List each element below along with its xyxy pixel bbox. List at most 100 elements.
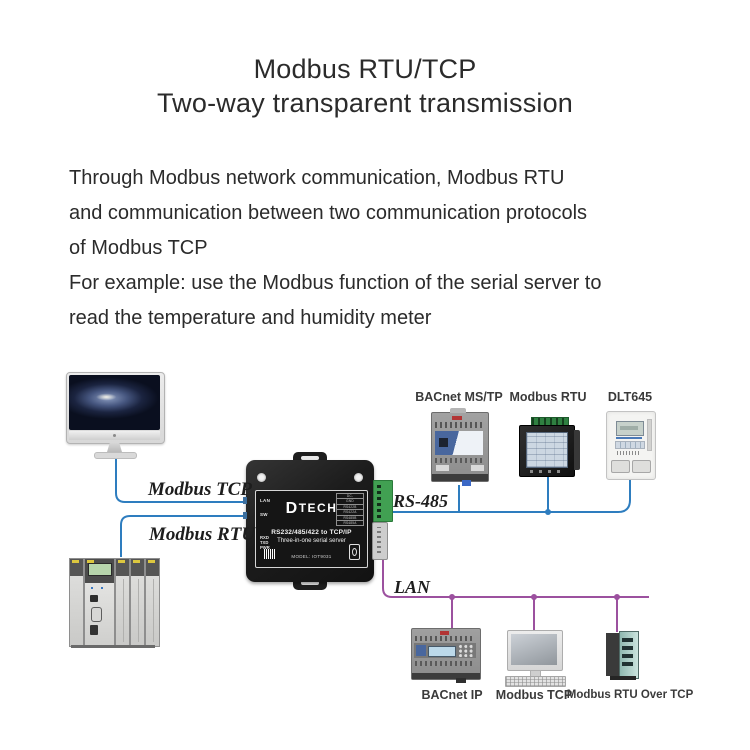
plc-rack-icon xyxy=(69,556,160,648)
terminal-row-marks xyxy=(415,636,475,641)
caption-modbus-tcp: Modbus TCP xyxy=(495,688,573,702)
server-description-line2: Three-in-one serial server xyxy=(277,538,346,544)
device-front-band xyxy=(414,643,476,658)
caption-dlt645: DLT645 xyxy=(607,390,653,404)
device-label-sticker xyxy=(436,465,449,471)
pc-keyboard xyxy=(505,676,566,687)
led-pwr: PWR xyxy=(260,545,270,550)
caption-modbus-rtu-over-tcp: Modbus RTU Over TCP xyxy=(566,689,694,701)
terminal-row-marks xyxy=(435,422,483,428)
server-body: LAN SW DTECH RS232/485/422 to TCP/IP Thr… xyxy=(243,460,374,582)
sw-port-label: SW xyxy=(260,512,268,517)
lan-label: LAN xyxy=(394,577,430,597)
title-line-2: Two-way transparent transmission xyxy=(156,88,574,118)
led-labels: RXD TXD PWR xyxy=(260,535,270,550)
rs485-junction-dot xyxy=(545,509,551,515)
terminal-row: RS485A xyxy=(343,520,357,525)
rs485-terminal-block xyxy=(373,480,393,522)
monitor-logo-dot xyxy=(113,434,116,437)
server-label-panel: LAN SW DTECH RS232/485/422 to TCP/IP Thr… xyxy=(255,490,368,568)
dtech-logo-d: D xyxy=(285,500,299,517)
device-front-band xyxy=(435,431,483,455)
plc-seam xyxy=(137,579,139,642)
screw-hole xyxy=(354,473,363,482)
device-lcd xyxy=(428,646,456,657)
meter-lcd xyxy=(526,432,568,468)
terminal-cover xyxy=(611,460,630,473)
industrial-switch-icon xyxy=(606,631,640,680)
switch-base xyxy=(610,676,636,680)
serial-server-device: LAN SW DTECH RS232/485/422 to TCP/IP Thr… xyxy=(243,452,393,590)
plc-module xyxy=(69,558,84,647)
switch-ports xyxy=(622,638,633,666)
dtech-logo-rest: TECH xyxy=(298,501,338,515)
serial-port-connector xyxy=(243,512,247,519)
lan-junction-dot xyxy=(449,594,455,600)
modbus-tcp-label: Modbus TCP xyxy=(148,479,252,500)
modbus-rtu-meter-icon xyxy=(519,417,581,477)
monitor-stand-neck xyxy=(107,443,122,452)
server-description-line1: RS232/485/422 to TCP/IP xyxy=(271,529,352,536)
plc-base xyxy=(71,645,155,648)
intro-line: and communication between two communicat… xyxy=(69,202,588,224)
pc-screen xyxy=(511,634,557,665)
modbus-rtu-label: Modbus RTU xyxy=(148,524,256,545)
bacnet-ip-device-icon xyxy=(411,628,481,683)
plc-buttons xyxy=(89,586,109,590)
connector-icon xyxy=(349,544,360,560)
plc-dsub-connector xyxy=(91,607,102,622)
switch-front-panel xyxy=(619,631,639,679)
plc-module xyxy=(115,558,130,647)
terminal-row: RS422A xyxy=(337,510,363,516)
lan-junction-dot xyxy=(531,594,537,600)
terminal-row: GND xyxy=(337,499,363,505)
device-display xyxy=(439,438,448,447)
mounting-slot xyxy=(301,581,319,585)
caption-bacnet-ip: BACnet IP xyxy=(421,688,483,702)
mounting-slot xyxy=(301,456,319,460)
plc-seam xyxy=(122,579,124,642)
device-red-chip xyxy=(440,631,449,635)
terminal-row-marks xyxy=(415,661,475,666)
device-keypad xyxy=(458,644,474,657)
screw-hole xyxy=(257,473,266,482)
meter-body xyxy=(519,425,575,477)
terminal-cover xyxy=(632,460,651,473)
plc-port xyxy=(90,625,98,635)
led-rxd: RXD xyxy=(260,535,269,540)
plc-module xyxy=(130,558,145,647)
terminal-row-marks xyxy=(435,458,483,463)
intro-line: For example: use the Modbus function of … xyxy=(69,272,602,294)
meter-buttons xyxy=(615,441,645,449)
lan-junction-dot xyxy=(614,594,620,600)
meter-lcd xyxy=(616,421,644,436)
switch-body xyxy=(606,633,620,676)
rs485-label: RS-485 xyxy=(393,491,449,511)
plc-port xyxy=(90,595,98,602)
monitor-stand-base xyxy=(94,452,137,459)
monitor-screen-galaxy-wallpaper xyxy=(69,375,160,430)
meter-side-clip xyxy=(574,430,580,470)
device-base-strip xyxy=(432,474,488,481)
meter-barcode xyxy=(617,451,639,455)
led-txd: TXD xyxy=(260,540,269,545)
device-label-sticker xyxy=(471,465,484,471)
intro-line: of Modbus TCP xyxy=(69,237,208,259)
intro-line: read the temperature and humidity meter xyxy=(69,307,432,329)
intro-line: Through Modbus network communication, Mo… xyxy=(69,167,565,189)
caption-bacnet-mstp: BACnet MS/TP xyxy=(415,390,503,404)
title-line-1: Modbus RTU/TCP xyxy=(253,54,477,84)
db9-connector xyxy=(372,522,388,560)
lan-port-label: LAN xyxy=(260,498,271,503)
plc-cpu-module xyxy=(84,558,115,647)
terminal-row: RS422B xyxy=(337,505,363,511)
terminal-row: DC- xyxy=(337,494,363,500)
terminal-row: RS485B xyxy=(337,516,363,521)
device-red-chip xyxy=(452,416,462,420)
dtech-logo: DTECH xyxy=(256,500,367,518)
device-blue-panel xyxy=(416,645,426,656)
meter-buttons xyxy=(530,470,564,473)
barcode xyxy=(264,549,276,559)
meter-side-slot xyxy=(647,419,652,451)
caption-modbus-rtu: Modbus RTU xyxy=(509,390,587,404)
